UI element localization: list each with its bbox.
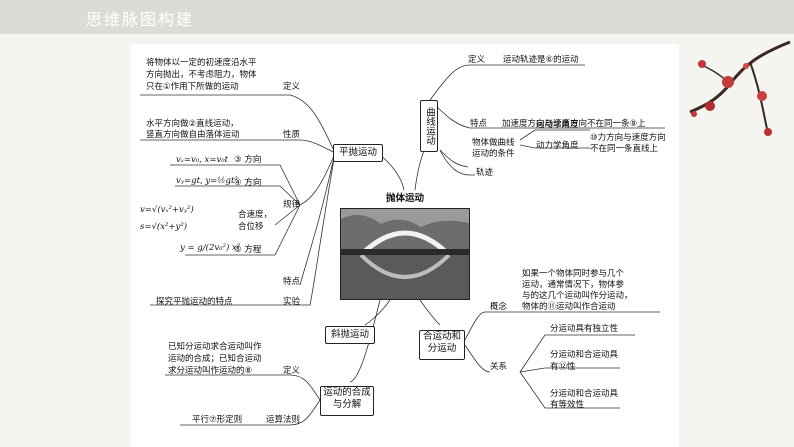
relation-3-line2: 有等效性 <box>550 400 584 411</box>
relation-3-line1: 分运动和合运动具 <box>550 389 618 400</box>
pingpao-feature-label: 特点 <box>283 277 300 288</box>
dynamics-text-1: ⑩力方向与速度方向 <box>590 133 666 144</box>
pingpao-def-label: 定义 <box>283 82 300 93</box>
pingpao-exp-text: 探究平抛运动的特点 <box>156 297 233 308</box>
node-quxian: 曲线运动 <box>420 100 438 152</box>
quxian-cond-label-2: 运动的条件 <box>472 149 515 160</box>
concept-line3: 与的这几个运动叫作分运动， <box>522 291 633 302</box>
formula-3b: s=√(x²+y²) <box>140 222 187 233</box>
quxian-track: 轨迹 <box>476 168 493 179</box>
center-title: 抛体运动 <box>352 193 458 207</box>
fenjie-def-label: 定义 <box>283 366 300 377</box>
dynamics-text-2: 不在同一条直线上 <box>590 144 658 155</box>
formula-3a: v=√(vₓ²+vᵧ²) <box>140 205 194 216</box>
pingpao-prop-line2: 竖直方向做自由落体运动 <box>146 130 240 141</box>
dynamics-angle: 动力学角度 <box>536 141 579 152</box>
concept-line4: 物体的⑪运动叫作合运动 <box>522 302 616 313</box>
node-yundong-hecheng: 运动的合成与分解 <box>320 386 374 416</box>
concept-line2: 运动，通常情况下，物体参 <box>522 280 624 291</box>
concept-line1: 如果一个物体同时参与几个 <box>522 269 624 280</box>
quxian-def-text: 运动轨迹是⑥的运动 <box>503 55 579 66</box>
formula-1-tag: ③ 方向 <box>234 155 261 166</box>
node-pingpao: 平抛运动 <box>333 144 383 162</box>
relation-label: 关系 <box>490 362 507 373</box>
formula-2-tag: ④ 方向 <box>234 178 261 189</box>
fenjie-def-line1: 已知分运动求合运动叫作 <box>168 342 262 353</box>
node-hecheng: 合运动和分运动 <box>419 330 465 360</box>
formula-4-tag: ⑤ 方程 <box>234 245 261 256</box>
node-xiepao: 斜抛运动 <box>325 326 375 344</box>
kinematics-angle: 运动学角度 <box>536 120 579 131</box>
concept-label: 概念 <box>490 302 507 313</box>
pingpao-law-label: 规律 <box>283 200 300 211</box>
fenjie-rule-text: 平行⑦形定则 <box>192 415 242 426</box>
relation-1: 分运动具有独立性 <box>550 324 618 335</box>
quxian-def-label: 定义 <box>468 55 485 66</box>
pingpao-def-line1: 将物体以一定的初速度沿水平 <box>146 58 257 69</box>
relation-2-line2: 有⑫性 <box>550 362 576 373</box>
pingpao-prop-label: 性质 <box>283 130 300 141</box>
relation-2-line1: 分运动和合运动具 <box>550 350 618 361</box>
formula-3-tag-2: 合位移 <box>238 222 264 233</box>
formula-3-tag-1: 合速度， <box>238 210 272 221</box>
bridge-photo <box>340 208 470 300</box>
fenjie-def-line2: 运动的合成；已知合运动 <box>168 354 262 365</box>
formula-1: vₓ=v₀, x=v₀t <box>176 155 228 166</box>
pingpao-exp-label: 实验 <box>283 297 300 308</box>
formula-2: vᵧ=gt, y=½gt² <box>176 176 238 187</box>
quxian-feat-label: 特点 <box>470 119 487 130</box>
pingpao-prop-line1: 水平方向做②直线运动， <box>146 119 239 130</box>
fenjie-def-line3: 求分运动叫作运动的⑧ <box>168 366 252 377</box>
formula-4: y = g/(2v₀²) x² <box>180 243 240 254</box>
pingpao-def-line3: 只在①作用下所做的运动 <box>146 82 239 93</box>
fenjie-rule-label: 运算法则 <box>266 415 300 426</box>
pingpao-def-line2: 方向抛出，不考虑阻力，物体 <box>146 70 257 81</box>
quxian-cond-label-1: 物体做曲线 <box>472 138 515 149</box>
